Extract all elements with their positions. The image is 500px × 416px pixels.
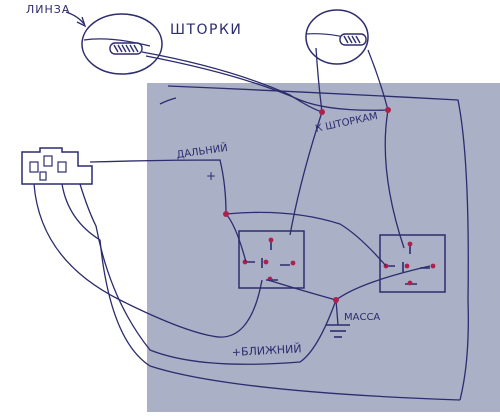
lens-label: ЛИНЗА bbox=[26, 3, 70, 16]
lens-arrow bbox=[65, 11, 85, 25]
relay-1 bbox=[238, 230, 305, 289]
lens-shutter-icon bbox=[339, 33, 367, 46]
shutters-label: ШТОРКИ bbox=[170, 22, 242, 38]
lens-shutter-icon bbox=[109, 42, 143, 55]
headlight-connector-icon bbox=[21, 147, 93, 185]
junction-nodes bbox=[223, 107, 391, 303]
right-lens-assembly bbox=[305, 9, 369, 65]
left-lens-assembly bbox=[81, 13, 163, 75]
low-beam-label: +БЛИЖНИЙ bbox=[231, 342, 301, 359]
paper-sheet bbox=[147, 83, 500, 412]
ground-symbol-icon bbox=[326, 324, 350, 338]
relay-2 bbox=[379, 234, 446, 293]
high-beam-plus: + bbox=[206, 169, 216, 183]
ground-label: МАССА bbox=[344, 312, 380, 323]
